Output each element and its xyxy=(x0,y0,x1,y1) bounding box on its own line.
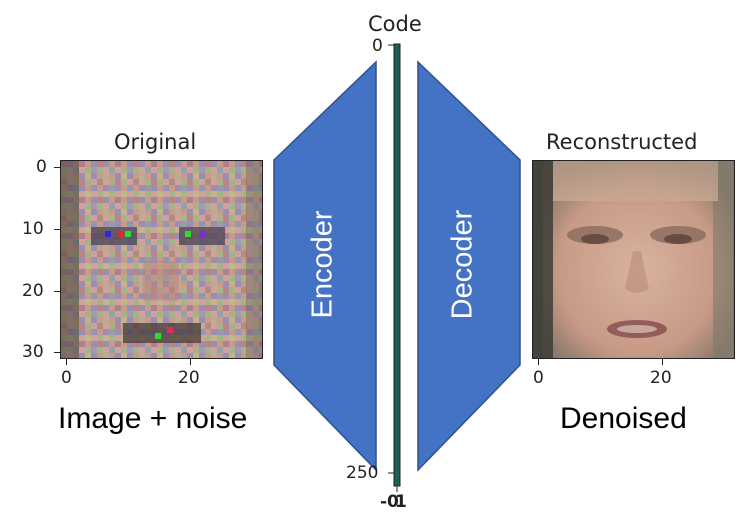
reconstructed-face-pixels xyxy=(533,161,734,358)
noisy-face-image xyxy=(60,160,263,359)
code-xtick-1: 1 xyxy=(395,492,407,512)
decoder-shape xyxy=(417,60,521,472)
original-ytick-20: 20 xyxy=(22,281,44,301)
code-xtick-0: -0 xyxy=(380,492,399,512)
original-caption: Image + noise xyxy=(58,402,248,435)
encoder-label: Encoder xyxy=(306,210,339,319)
original-ytick-10: 10 xyxy=(22,219,44,239)
reconstructed-caption: Denoised xyxy=(560,402,687,435)
original-ytick-0: 0 xyxy=(36,157,47,177)
decoder-label: Decoder xyxy=(446,209,479,320)
code-ytick-250: 250 xyxy=(346,463,379,483)
noisy-face-pixels xyxy=(61,161,262,358)
code-ytick-0: 0 xyxy=(372,36,383,56)
original-ytick-30: 30 xyxy=(22,342,44,362)
original-title: Original xyxy=(114,130,197,154)
reconstructed-xtick-0: 0 xyxy=(533,368,544,388)
reconstructed-face-image xyxy=(532,160,735,359)
encoder-shape xyxy=(273,60,377,472)
original-xtick-20: 20 xyxy=(178,368,200,388)
code-title: Code xyxy=(368,12,422,36)
code-bar xyxy=(393,43,401,487)
reconstructed-xtick-20: 20 xyxy=(650,368,672,388)
original-xtick-0: 0 xyxy=(61,368,72,388)
reconstructed-title: Reconstructed xyxy=(546,130,698,154)
